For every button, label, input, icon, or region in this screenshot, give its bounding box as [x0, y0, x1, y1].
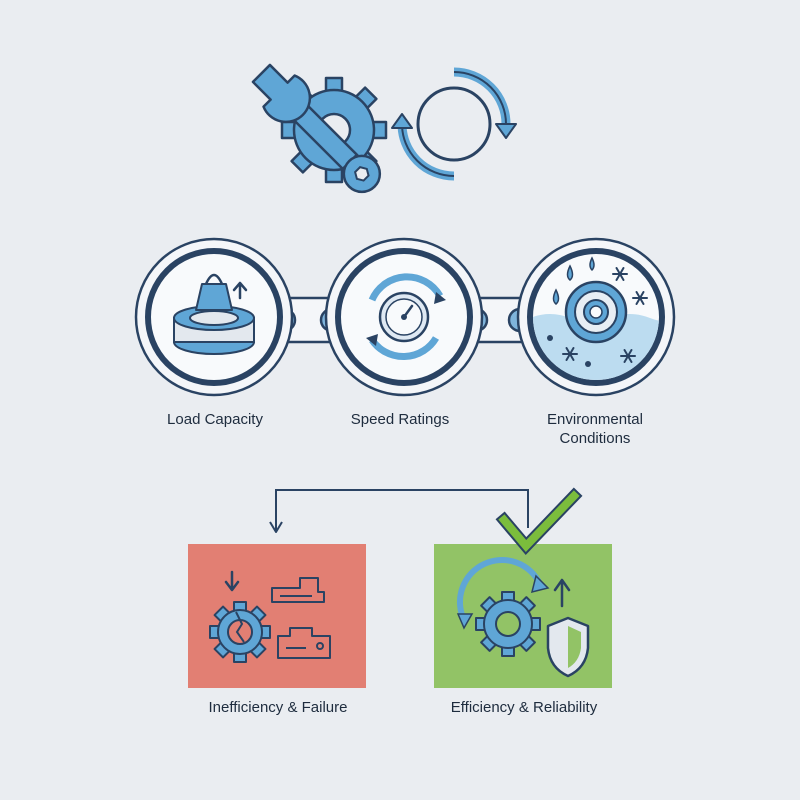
wrench-gear-icon — [251, 63, 388, 194]
branch-connector — [269, 489, 529, 533]
weight-on-bearing-icon — [173, 273, 255, 355]
environmental-conditions-label: Environmental Conditions — [547, 411, 643, 447]
shield-icon — [546, 616, 590, 678]
bearing-weather-icon — [547, 256, 648, 367]
success-outcome-box — [434, 487, 612, 688]
failure-outcome-label: Inefficiency & Failure — [208, 699, 348, 716]
cycle-arrows-icon — [391, 67, 517, 181]
load-capacity-node — [134, 237, 294, 397]
speed-ratings-node — [324, 237, 484, 397]
speedometer-icon — [366, 273, 446, 361]
machine-icon — [271, 577, 331, 659]
up-arrow-icon — [553, 578, 571, 608]
environmental-conditions-node — [516, 237, 676, 397]
failure-outcome-box — [188, 544, 366, 688]
broken-gear-icon — [209, 570, 271, 663]
success-outcome-label: Efficiency & Reliability — [450, 699, 598, 716]
load-capacity-label: Load Capacity — [167, 411, 263, 428]
efficient-gear-icon — [456, 556, 550, 657]
checkmark-icon — [495, 487, 583, 555]
speed-ratings-label: Speed Ratings — [350, 411, 450, 428]
